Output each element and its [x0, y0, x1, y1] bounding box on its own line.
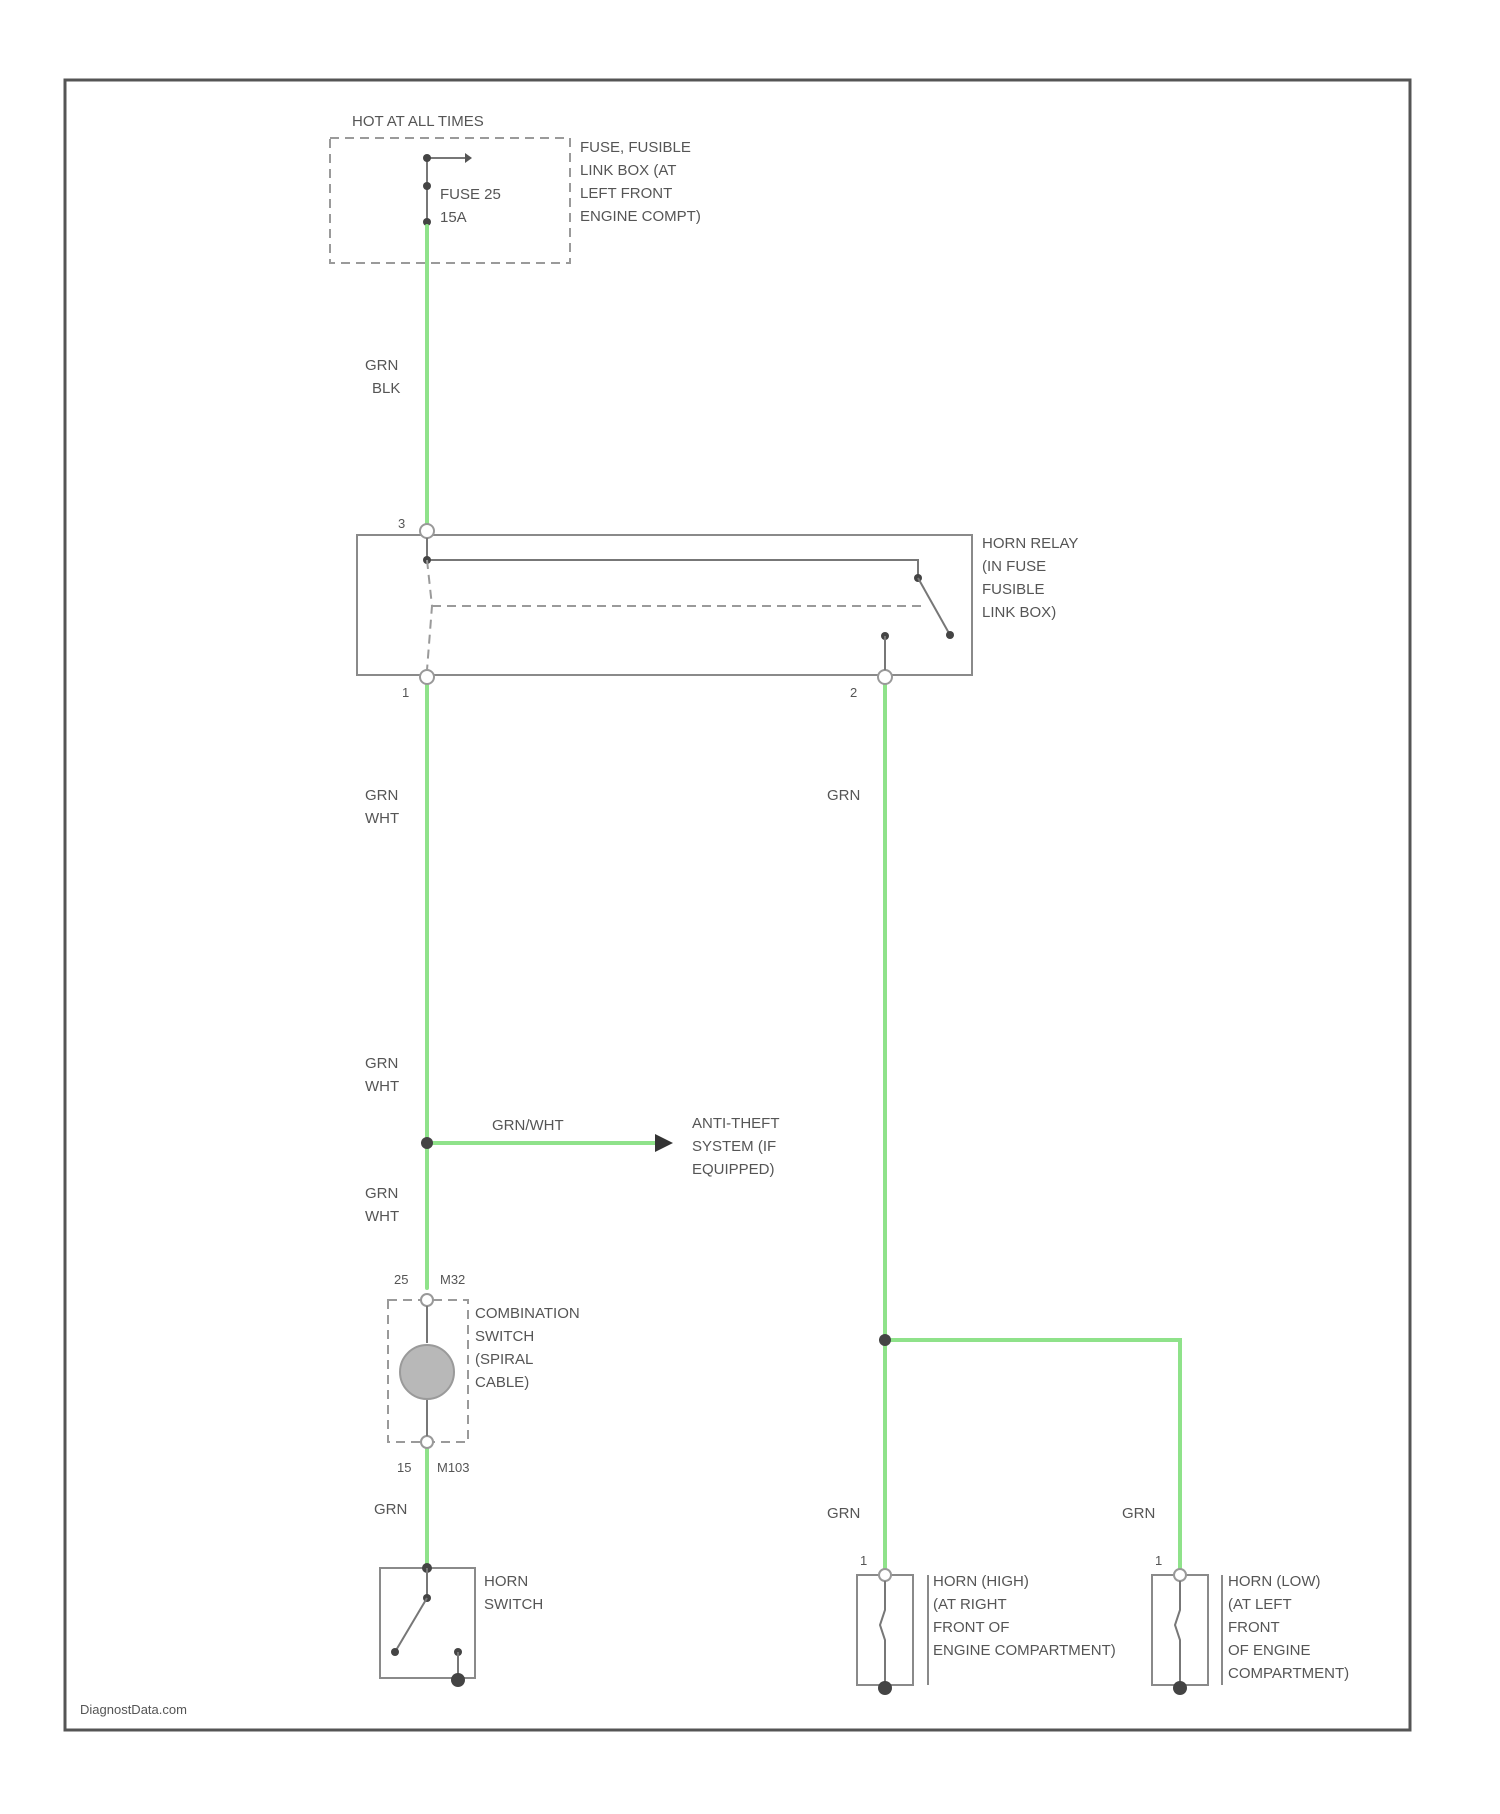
horn-switch-arm [395, 1598, 427, 1652]
relay-pin-3-label: 3 [398, 516, 405, 531]
diagram-frame [65, 80, 1410, 1730]
watermark: DiagnostData.com [80, 1702, 187, 1717]
fuse-location-line-1: FUSE, FUSIBLE [580, 139, 691, 156]
spiral-cable-icon [400, 1345, 454, 1399]
horn-high-pin: 1 [860, 1553, 867, 1568]
anti-theft-label-3: EQUIPPED) [692, 1161, 775, 1178]
wire-labels: GRN BLK GRN WHT GRN WHT GRN WHT GRN/WHT … [365, 357, 1155, 1522]
wire-label-grn-wht-b2: WHT [365, 1078, 399, 1095]
horn-high: 1 HORN (HIGH) (AT RIGHT FRONT OF ENGINE … [857, 1334, 1116, 1695]
horn-low-terminal [1174, 1569, 1186, 1581]
fuse-label-line-2: 15A [440, 209, 467, 226]
anti-theft-branch: ANTI-THEFT SYSTEM (IF EQUIPPED) [421, 1115, 780, 1178]
combo-bottom-connector: M103 [437, 1460, 470, 1475]
wires [427, 226, 1180, 1572]
combo-pin-top [421, 1294, 433, 1306]
horn-low-label-2: (AT LEFT [1228, 1596, 1292, 1613]
wire-label-anti-theft: GRN/WHT [492, 1117, 564, 1134]
horn-relay-label-3: FUSIBLE [982, 581, 1045, 598]
horn-low-label-5: COMPARTMENT) [1228, 1665, 1349, 1682]
horn-low-label-4: OF ENGINE [1228, 1642, 1311, 1659]
combo-label-1: COMBINATION [475, 1305, 580, 1322]
combo-top-connector: M32 [440, 1272, 465, 1287]
horn-relay-label-2: (IN FUSE [982, 558, 1046, 575]
horn-low-label-1: HORN (LOW) [1228, 1573, 1321, 1590]
horn-splice [879, 1334, 891, 1346]
ground-icon [451, 1673, 465, 1687]
horn-switch-label-2: SWITCH [484, 1596, 543, 1613]
horn-switch-label-1: HORN [484, 1573, 528, 1590]
combo-pin-bottom [421, 1436, 433, 1448]
wire-label-grn-horn-switch: GRN [374, 1501, 407, 1518]
fuse-box-header: HOT AT ALL TIMES [352, 113, 484, 130]
anti-theft-label-2: SYSTEM (IF [692, 1138, 776, 1155]
wire-label-grn-wht-c1: GRN [365, 1185, 398, 1202]
relay-pin-2-label: 2 [850, 685, 857, 700]
relay-pin-3 [420, 524, 434, 538]
horn-low-label-3: FRONT [1228, 1619, 1280, 1636]
fuse-terminal-top [423, 154, 431, 162]
combo-bottom-pin: 15 [397, 1460, 411, 1475]
horn-high-ground-icon [878, 1681, 892, 1695]
wire-label-grn-wht-a1: GRN [365, 787, 398, 804]
horn-relay: 3 1 2 HORN RELAY (IN FUSE FUSIBLE LINK B… [357, 516, 1078, 700]
horn-high-label-2: (AT RIGHT [933, 1596, 1007, 1613]
horn-switch-arm-end [391, 1648, 399, 1656]
horn-high-coil [880, 1581, 885, 1685]
fuse-arrow-head [465, 153, 472, 163]
horn-low-pin: 1 [1155, 1553, 1162, 1568]
combo-label-3: (SPIRAL [475, 1351, 533, 1368]
horn-high-label-4: ENGINE COMPARTMENT) [933, 1642, 1116, 1659]
horn-low: 1 HORN (LOW) (AT LEFT FRONT OF ENGINE CO… [1152, 1553, 1349, 1695]
anti-theft-arrow [655, 1134, 673, 1152]
relay-pin-2 [878, 670, 892, 684]
relay-pin-1-label: 1 [402, 685, 409, 700]
relay-switch-arm [918, 578, 950, 635]
relay-contact-path [427, 538, 918, 578]
fuse-location-line-4: ENGINE COMPT) [580, 208, 701, 225]
fuse-location-line-3: LEFT FRONT [580, 185, 672, 202]
combination-switch: 25 M32 15 M103 COMBINATION SWITCH (SPIRA… [388, 1272, 580, 1475]
wire-label-grn-wht-a2: WHT [365, 810, 399, 827]
horn-high-label-1: HORN (HIGH) [933, 1573, 1029, 1590]
fuse-terminal-mid [423, 182, 431, 190]
wire-to-horn-low [885, 1340, 1180, 1572]
relay-coil [427, 560, 432, 670]
horn-switch: HORN SWITCH [380, 1563, 543, 1687]
wire-label-grn-wht-b1: GRN [365, 1055, 398, 1072]
wire-label-grn-horn-high: GRN [827, 1505, 860, 1522]
horn-high-label-3: FRONT OF [933, 1619, 1009, 1636]
wire-label-grn-horns: GRN [827, 787, 860, 804]
anti-theft-splice [421, 1137, 433, 1149]
relay-pin-1 [420, 670, 434, 684]
wire-label-grn-blk-1: GRN [365, 357, 398, 374]
horn-low-coil [1175, 1581, 1180, 1685]
wire-label-grn-wht-c2: WHT [365, 1208, 399, 1225]
horn-relay-label-4: LINK BOX) [982, 604, 1056, 621]
fuse-box: HOT AT ALL TIMES FUSE 25 15A FUSE, FUSIB… [330, 113, 701, 263]
horn-low-ground-icon [1173, 1681, 1187, 1695]
fuse-label-line-1: FUSE 25 [440, 186, 501, 203]
fuse-location-line-2: LINK BOX (AT [580, 162, 676, 179]
anti-theft-label-1: ANTI-THEFT [692, 1115, 780, 1132]
combo-label-4: CABLE) [475, 1374, 529, 1391]
horn-high-terminal [879, 1569, 891, 1581]
combo-top-pin: 25 [394, 1272, 408, 1287]
horn-relay-label-1: HORN RELAY [982, 535, 1078, 552]
wire-label-grn-blk-2: BLK [372, 380, 400, 397]
wire-label-grn-horn-low: GRN [1122, 1505, 1155, 1522]
combo-label-2: SWITCH [475, 1328, 534, 1345]
relay-switch-end [946, 631, 954, 639]
